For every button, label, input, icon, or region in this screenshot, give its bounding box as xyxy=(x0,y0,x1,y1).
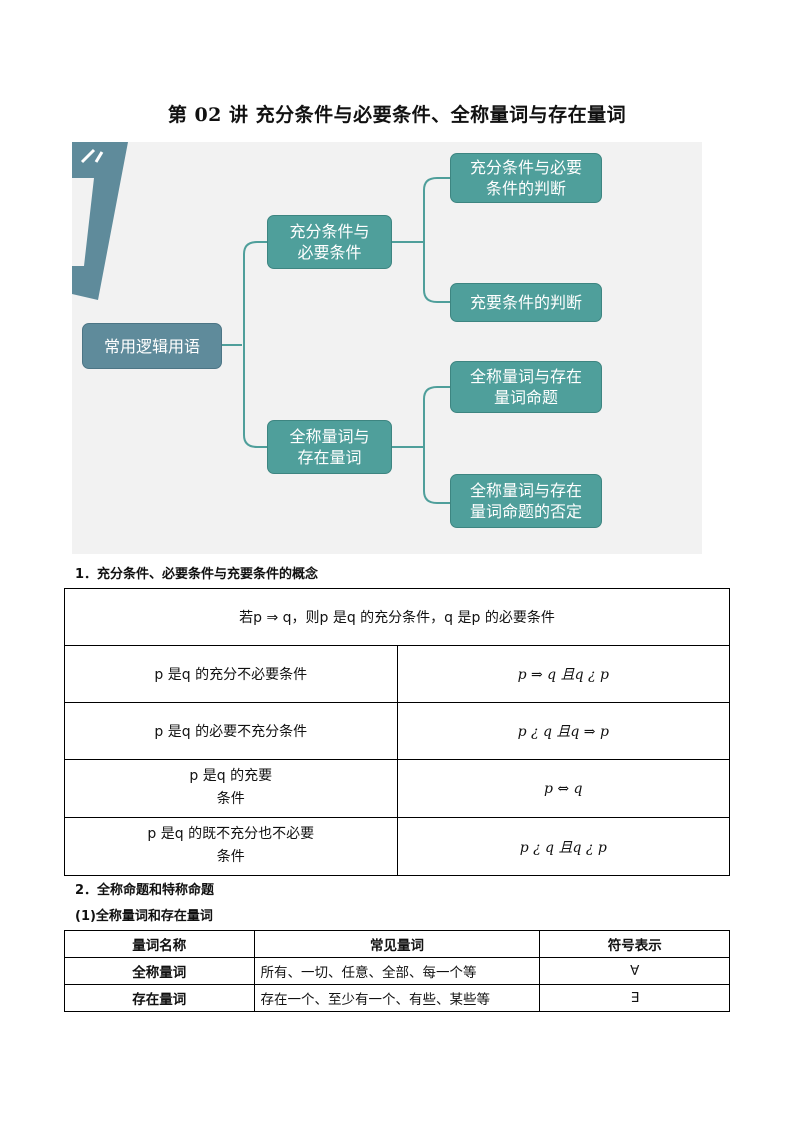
condition-symbol: p ¿ q 且q ⇒ p xyxy=(396,702,730,760)
section-heading-2: 2．全称命题和特称命题 xyxy=(75,883,215,898)
mind-map: 常用逻辑用语 充分条件与必要条件 全称量词与存在量词 充分条件与必要条件的判断 … xyxy=(72,142,702,554)
column-header: 量词名称 xyxy=(64,930,255,958)
quantifier-name: 存在量词 xyxy=(64,984,255,1012)
branch-node-quantifiers: 全称量词与存在量词 xyxy=(267,420,392,474)
table-row: p 是q 的既不充分也不必要条件 p ¿ q 且q ¿ p xyxy=(64,817,730,876)
quantifier-symbol: ∀ xyxy=(539,957,730,985)
condition-name: p 是q 的充分不必要条件 xyxy=(64,645,398,703)
column-header: 符号表示 xyxy=(539,930,730,958)
table-row: 全称量词 所有、一切、任意、全部、每一个等 ∀ xyxy=(64,957,730,985)
page-title: 第 02 讲 充分条件与必要条件、全称量词与存在量词 xyxy=(167,104,627,126)
condition-symbol: p ¿ q 且q ¿ p xyxy=(396,817,730,876)
root-node: 常用逻辑用语 xyxy=(82,323,222,369)
condition-symbol: p ⇔ q xyxy=(396,759,730,818)
table-row: 存在量词 存在一个、至少有一个、有些、某些等 ∃ xyxy=(64,984,730,1012)
quantifier-symbol: ∃ xyxy=(539,984,730,1012)
condition-name: p 是q 的充要条件 xyxy=(64,759,398,818)
column-header: 常见量词 xyxy=(253,930,541,958)
quantifier-common: 存在一个、至少有一个、有些、某些等 xyxy=(253,984,541,1012)
condition-name: p 是q 的必要不充分条件 xyxy=(64,702,398,760)
condition-name: p 是q 的既不充分也不必要条件 xyxy=(64,817,398,876)
section-subheading-2a: (1)全称量词和存在量词 xyxy=(75,909,213,924)
table-header-row: 量词名称 常见量词 符号表示 xyxy=(64,930,730,958)
table-row: p 是q 的必要不充分条件 p ¿ q 且q ⇒ p xyxy=(64,702,730,760)
section-heading-1: 1．充分条件、必要条件与充要条件的概念 xyxy=(75,567,319,582)
condition-symbol: p ⇒ q 且q ¿ p xyxy=(396,645,730,703)
quantifier-name: 全称量词 xyxy=(64,957,255,985)
ruler-decoration xyxy=(72,142,128,300)
quantifier-table: 量词名称 常见量词 符号表示 全称量词 所有、一切、任意、全部、每一个等 ∀ 存… xyxy=(64,930,730,1012)
leaf-node-quantifier-propositions: 全称量词与存在量词命题 xyxy=(450,361,602,413)
branch-node-conditions: 充分条件与必要条件 xyxy=(267,215,392,269)
table-row: p 是q 的充要条件 p ⇔ q xyxy=(64,759,730,818)
table-row: p 是q 的充分不必要条件 p ⇒ q 且q ¿ p xyxy=(64,645,730,703)
leaf-node-negation: 全称量词与存在量词命题的否定 xyxy=(450,474,602,528)
conditions-table-header: 若p ⇒ q，则p 是q 的充分条件，q 是p 的必要条件 xyxy=(64,588,730,646)
conditions-table: 若p ⇒ q，则p 是q 的充分条件，q 是p 的必要条件 p 是q 的充分不必… xyxy=(64,588,730,876)
connector-lines xyxy=(222,177,450,504)
leaf-node-sufficient-necessary: 充分条件与必要条件的判断 xyxy=(450,153,602,203)
quantifier-common: 所有、一切、任意、全部、每一个等 xyxy=(253,957,541,985)
leaf-node-iff: 充要条件的判断 xyxy=(450,283,602,322)
